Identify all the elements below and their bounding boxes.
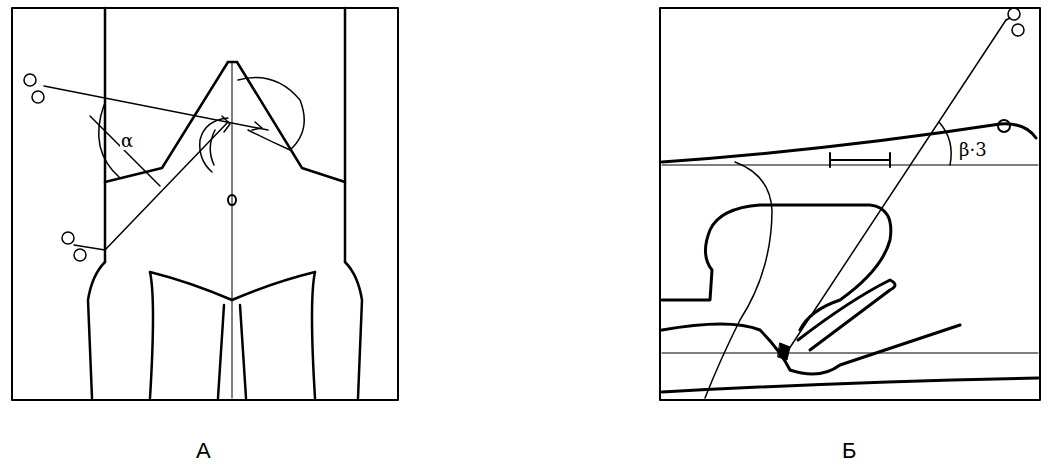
reference-line: [90, 116, 160, 186]
angle-label: β·3: [958, 141, 988, 159]
umbilicus: [228, 195, 236, 205]
midline: [232, 62, 233, 398]
organ-contour: [238, 78, 304, 151]
angle-label: α: [120, 132, 134, 150]
panel-label: А: [196, 440, 211, 462]
angle-arc: [99, 105, 120, 178]
torso-outline: [88, 8, 362, 398]
needle: [785, 8, 1024, 355]
needle: [62, 116, 230, 261]
needle-tip: [778, 343, 790, 360]
sagittal-section: [662, 120, 1038, 398]
panel-frame: [660, 8, 1040, 400]
panel-frame: [12, 8, 398, 400]
panel-label: Б: [842, 440, 856, 462]
needle: [24, 74, 268, 130]
